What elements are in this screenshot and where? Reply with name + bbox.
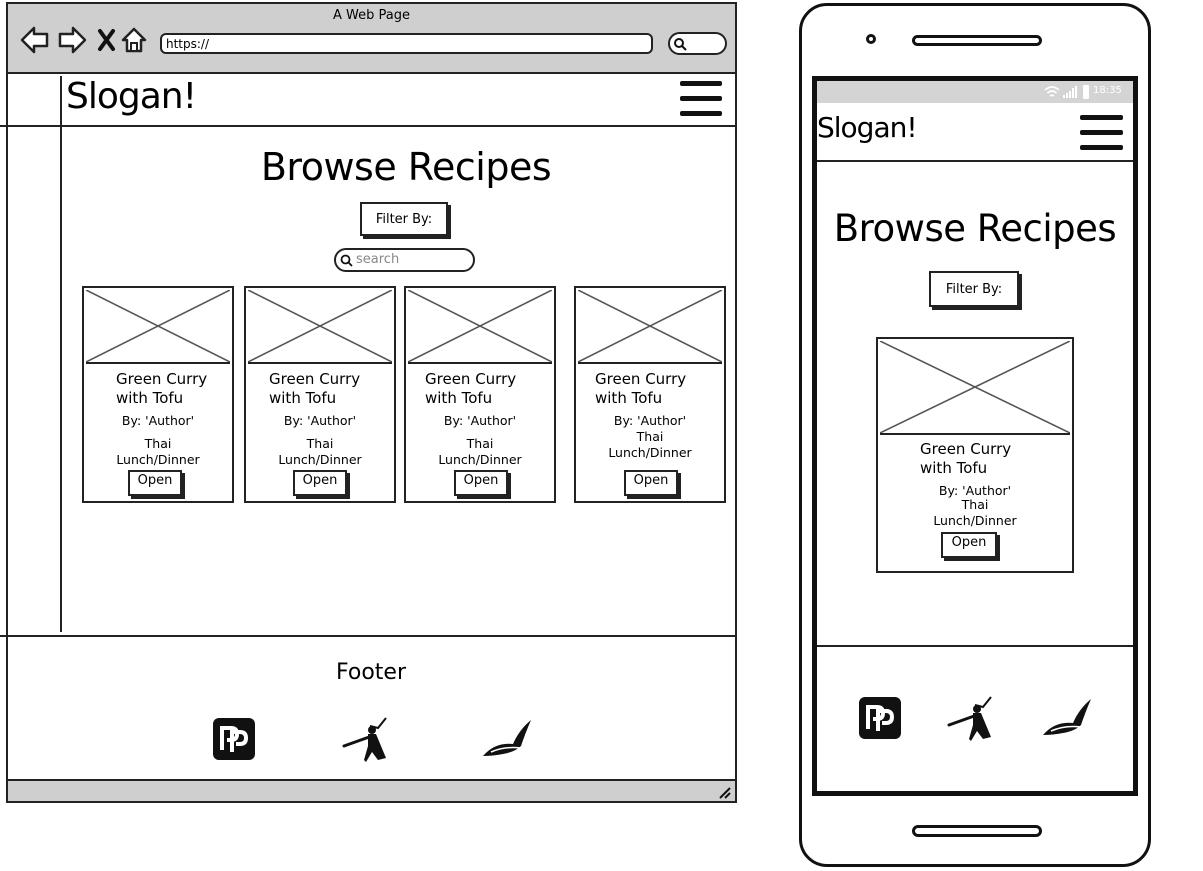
search-placeholder: search [356,252,400,267]
site-slogan[interactable]: Slogan! [817,111,918,144]
open-button[interactable]: Open [293,470,347,496]
search-input[interactable]: search [334,248,475,272]
menu-icon[interactable] [680,81,722,117]
recipe-meal: Lunch/Dinner [116,452,200,467]
stop-icon[interactable] [98,29,115,51]
browser-window: A Web Page https:// [0,2,737,803]
resize-grip-icon[interactable] [717,785,731,799]
recipe-author: By: 'Author' [121,413,195,428]
footer-title: Footer [336,660,406,685]
recipe-meal: Lunch/Dinner [933,513,1017,528]
recipe-author: By: 'Author' [613,413,687,428]
wifi-icon [1044,86,1060,97]
phone-status-bar: 18:35 [817,81,1133,103]
pp-logo-icon[interactable] [213,718,255,760]
browser-status-bar [8,779,735,801]
image-placeholder [248,290,392,364]
open-button[interactable]: Open [128,470,182,496]
signal-icon [1063,86,1077,98]
window-title: A Web Page [333,8,410,23]
open-button[interactable]: Open [454,470,508,496]
recipe-meal: Lunch/Dinner [608,445,692,460]
phone-screen: 18:35 Slogan! Browse Recipes Filter By: … [812,76,1138,796]
image-placeholder [408,290,552,364]
recipe-cuisine: Thai [961,497,989,512]
flute-player-icon[interactable] [342,716,394,764]
camera-icon [866,34,876,44]
header-divider [817,160,1133,162]
recipe-author: By: 'Author' [938,483,1012,498]
back-icon[interactable] [20,26,49,54]
feathered-hat-icon[interactable] [1041,695,1095,741]
recipe-cuisine: Thai [306,436,334,451]
flute-player-icon[interactable] [947,695,999,743]
browser-search-button[interactable] [668,32,727,55]
speaker-slot [912,35,1042,46]
home-button[interactable] [912,825,1042,837]
image-placeholder [578,290,722,364]
recipe-cuisine: Thai [144,436,172,451]
page-title: Browse Recipes [260,145,552,189]
recipe-author: By: 'Author' [283,413,357,428]
open-button[interactable]: Open [624,470,678,496]
recipe-meal: Lunch/Dinner [278,452,362,467]
recipe-cuisine: Thai [466,436,494,451]
feathered-hat-icon[interactable] [481,716,535,762]
nav-buttons [20,26,147,54]
recipe-cuisine: Thai [636,429,664,444]
page-title: Browse Recipes [833,207,1117,250]
status-time: 18:35 [1093,85,1122,96]
filter-button[interactable]: Filter By: [929,271,1019,307]
search-icon [674,38,687,51]
image-placeholder [86,290,230,364]
home-icon[interactable] [121,27,147,53]
battery-icon [1083,85,1089,99]
address-bar[interactable]: https:// [160,33,653,54]
site-slogan[interactable]: Slogan! [66,76,197,117]
menu-icon[interactable] [1080,115,1123,153]
recipe-meal: Lunch/Dinner [438,452,522,467]
search-icon [340,254,353,267]
content-left-rule [60,76,62,632]
forward-icon[interactable] [58,26,87,54]
browser-toolbar: A Web Page https:// [8,4,735,74]
header-divider [0,125,736,127]
open-button[interactable]: Open [941,532,997,558]
footer-divider [0,635,736,637]
footer-divider [817,645,1133,647]
image-placeholder [880,341,1070,435]
filter-button[interactable]: Filter By: [360,202,448,236]
pp-logo-icon[interactable] [859,697,901,739]
recipe-author: By: 'Author' [443,413,517,428]
